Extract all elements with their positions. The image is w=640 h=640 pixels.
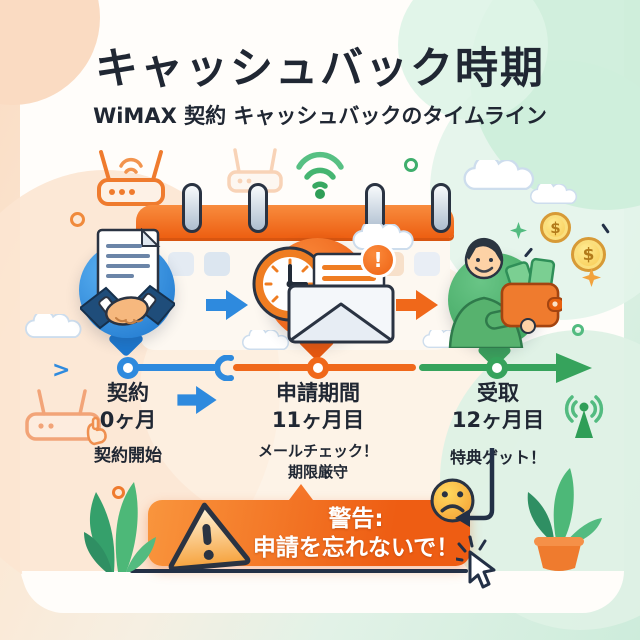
milestone-note: メールチェック！ 期限厳守 [246,441,390,483]
ground-line [130,569,468,573]
coin-symbol: $ [582,244,595,265]
router-faint-icon [227,148,283,193]
milestone-note-line2: 期限厳守 [287,463,348,481]
person-wallet-money-icon [448,237,562,348]
decor-blob-topright-small [398,0,548,120]
warning-callout-tail [286,484,316,504]
page-subtitle: WiMAX 契約 キャッシュバックのタイムライン [93,104,547,128]
sparkle-icon [582,268,601,287]
arrow-right-icon [177,386,217,414]
milestone-note: 契約開始 [94,446,162,466]
alert-badge-text: ! [373,248,383,272]
router-icon [97,150,165,206]
warning-triangle-icon [168,502,251,572]
cloud-icon [530,184,578,204]
calendar-cell [168,252,194,276]
pointer-arrow-icon [455,448,495,527]
router-outline-icon [25,389,107,446]
coin-symbol: $ [550,218,561,237]
timeline-segment-blue [124,364,218,371]
milestone-title: 契約 [107,381,149,405]
timeline-joint [215,355,234,381]
broadcast-antenna-icon [564,395,604,438]
timeline-node-receive [486,357,508,379]
timeline-start-chevron: > [52,358,71,383]
milestone-label-application: 申請期間 11ヶ月目 メールチェック！ 期限厳守 [246,380,390,483]
cloud-icon [25,314,82,338]
milestone-note-line1: メールチェック！ [257,442,378,460]
sparkle-icon [510,222,527,239]
handshake-contract-icon [80,228,175,330]
milestone-label-receive: 受取 12ヶ月目 特典ゲット！ [438,380,558,468]
milestone-note: 特典ゲット！ [449,448,546,467]
page-title: キャッシュバック時期 [95,44,545,94]
potted-plant-icon [527,468,602,571]
floor-area [22,571,624,613]
milestone-title: 受取 [477,381,519,405]
arrow-right-icon [396,290,438,320]
milestone-month: 12ヶ月目 [451,408,545,432]
warning-message: 申請を忘れないで！ [252,535,460,561]
milestone-label-contract: 契約 0ヶ月 契約開始 [66,380,190,466]
calendar-cell [204,252,230,276]
cloud-icon [463,160,535,190]
ring-dot-icon [404,158,418,172]
coin-icon: $ [540,212,571,243]
calendar-clip [182,183,202,233]
plant-icon [84,482,156,572]
cloud-icon [242,330,290,350]
warning-label: 警告: [328,506,384,532]
alert-badge: ! [360,242,396,278]
ring-dot-icon [70,212,85,227]
coin-icon: $ [571,237,606,272]
wifi-icon [296,151,344,199]
warning-text: 警告: 申請を忘れないで！ [248,505,464,563]
ring-dot-icon [572,324,584,336]
ring-dot-icon [112,486,125,499]
milestone-title: 申請期間 [276,381,360,405]
calendar-clip [248,183,268,233]
milestone-month: 0ヶ月 [99,408,157,432]
cloud-icon [352,224,414,250]
milestone-month: 11ヶ月目 [271,408,365,432]
calendar-cell [414,252,440,276]
arrow-right-icon [206,290,248,320]
timeline-arrowhead-icon [556,353,592,383]
calendar-clip [431,183,451,233]
cursor-click-icon [456,535,496,589]
timeline-node-contract [117,357,139,379]
timeline-node-application [307,357,329,379]
sad-face-icon [430,478,475,523]
